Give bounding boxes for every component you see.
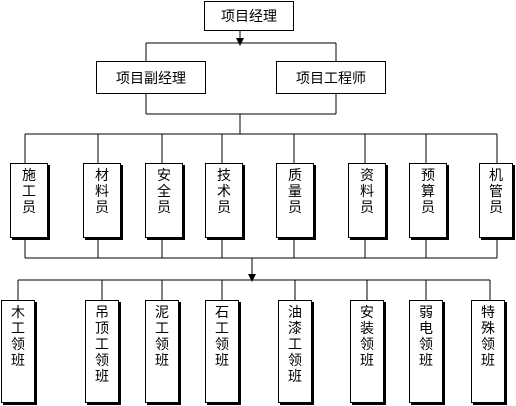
label-crew-lowvoltage: 弱 电 领 班: [419, 305, 433, 369]
box-crew-lowvoltage: 弱 电 领 班: [409, 300, 443, 403]
box-staff-machinery: 机 管 员: [479, 163, 513, 238]
label-staff-machinery: 机 管 员: [489, 168, 503, 216]
box-deputy-manager: 项目副经理: [96, 61, 206, 94]
box-crew-stone: 石 工 领 班: [205, 300, 239, 403]
box-project-engineer: 项目工程师: [276, 61, 386, 94]
box-staff-budget: 预 算 员: [409, 163, 447, 238]
label-staff-technician: 技 术 员: [217, 168, 231, 216]
box-staff-safety: 安 全 员: [145, 163, 183, 238]
label-crew-ceiling: 吊 顶 工 领 班: [95, 305, 109, 385]
label-crew-stone: 石 工 领 班: [215, 305, 229, 369]
label-crew-special: 特 殊 领 班: [481, 305, 495, 369]
label-staff-documents: 资 料 员: [360, 168, 374, 216]
label-staff-safety: 安 全 员: [157, 168, 171, 216]
box-staff-construction: 施 工 员: [10, 163, 48, 238]
box-crew-special: 特 殊 领 班: [471, 300, 505, 403]
label-crew-carpenter: 木 工 领 班: [11, 305, 25, 369]
label-crew-installer: 安 装 领 班: [360, 305, 374, 369]
box-crew-carpenter: 木 工 领 班: [1, 300, 35, 403]
box-staff-quality: 质 量 员: [276, 163, 314, 238]
box-staff-technician: 技 术 员: [205, 163, 243, 238]
box-staff-documents: 资 料 员: [348, 163, 386, 238]
box-crew-mason: 泥 工 领 班: [145, 300, 179, 403]
label-project-manager: 项目经理: [221, 9, 277, 25]
label-staff-budget: 预 算 员: [421, 168, 435, 216]
label-crew-painter: 油 漆 工 领 班: [288, 305, 302, 385]
box-crew-installer: 安 装 领 班: [350, 300, 384, 403]
box-staff-material: 材 料 员: [83, 163, 121, 238]
label-deputy-manager: 项目副经理: [116, 70, 186, 87]
box-crew-painter: 油 漆 工 领 班: [278, 300, 312, 403]
label-project-engineer: 项目工程师: [296, 70, 366, 87]
label-staff-material: 材 料 员: [95, 168, 109, 216]
label-staff-quality: 质 量 员: [288, 168, 302, 216]
box-project-manager: 项目经理: [204, 1, 294, 31]
box-crew-ceiling: 吊 顶 工 领 班: [85, 300, 119, 403]
label-staff-construction: 施 工 员: [22, 168, 36, 216]
label-crew-mason: 泥 工 领 班: [155, 305, 169, 369]
